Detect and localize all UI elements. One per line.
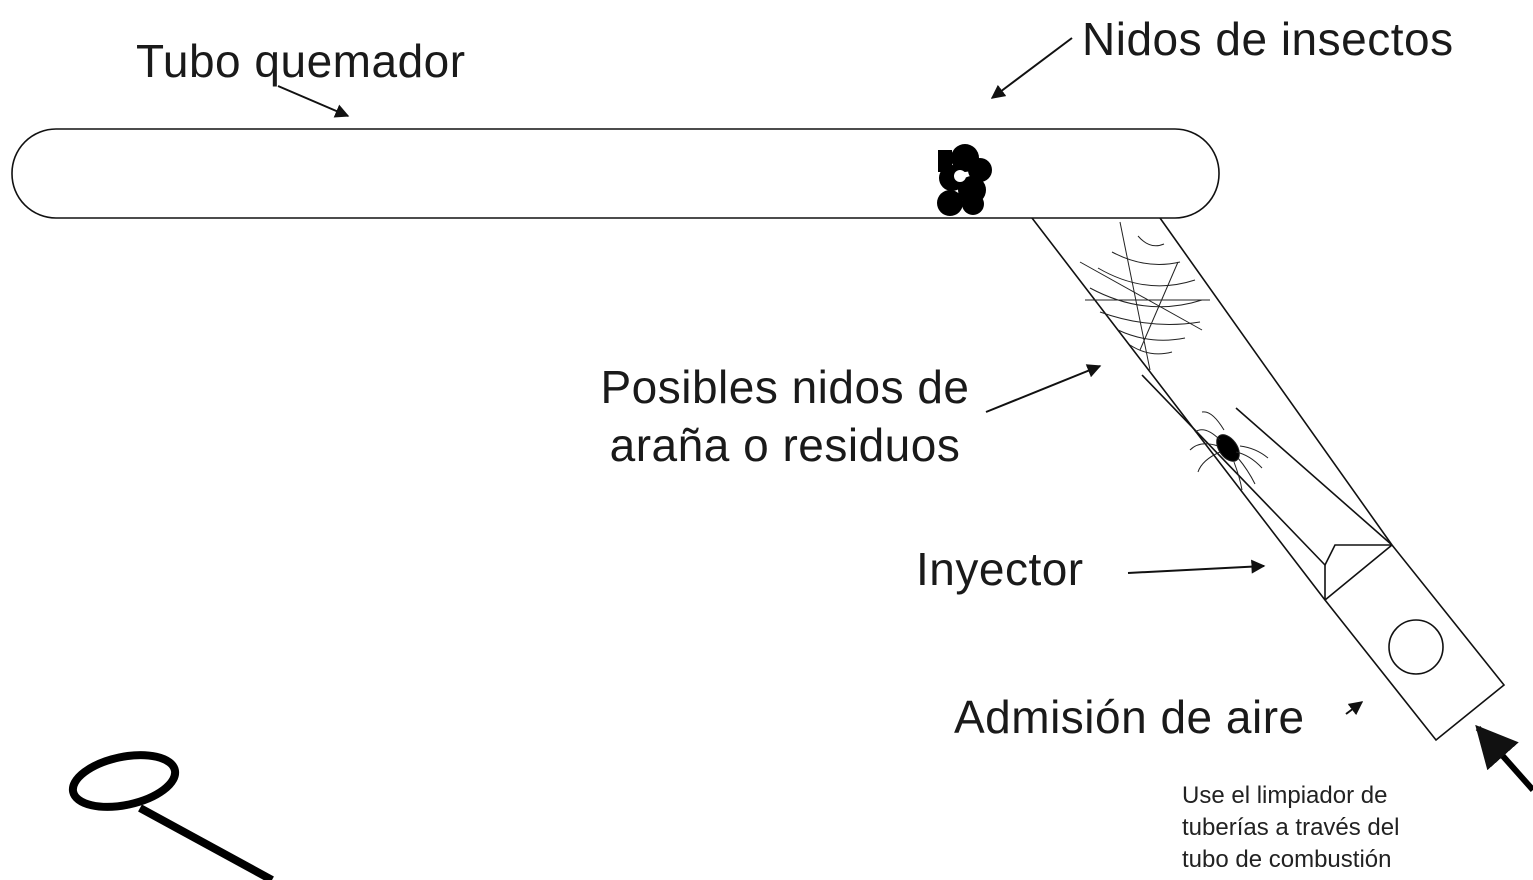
spider [1189, 411, 1269, 491]
label-air-intake: Admisión de aire [954, 691, 1305, 743]
injector-arrow [1127, 559, 1266, 574]
spider-web [1079, 221, 1210, 371]
label-burner-tube: Tubo quemador [136, 35, 466, 87]
insect-nest-blob [937, 144, 992, 216]
air-intake-arrow [1345, 701, 1364, 716]
label-spider-nests: Posibles nidos de araña o residuos [560, 358, 1010, 474]
pipe-cleaner-insert-arrow [1475, 724, 1533, 792]
burner-tube [11, 128, 1220, 219]
burner-tube-arrow [277, 85, 350, 118]
air-intake-hole [1388, 619, 1444, 675]
label-spider-nests-line2: araña o residuos [609, 419, 961, 471]
pipe-cleaner-tool [68, 751, 274, 880]
annotation-arrows [277, 37, 1364, 716]
injector-tube [1031, 217, 1506, 742]
spider-nests-arrow [985, 364, 1102, 413]
pipe-cleaner-note: Use el limpiador de tuberías a través de… [1182, 780, 1399, 876]
note-line2: tuberías a través del [1182, 814, 1400, 841]
insect-nests-arrow [990, 37, 1073, 99]
label-insect-nests: Nidos de insectos [1082, 13, 1454, 65]
note-line1: Use el limpiador de [1182, 782, 1388, 809]
label-spider-nests-line1: Posibles nidos de [600, 361, 970, 413]
note-line3: tubo de combustión [1182, 846, 1392, 873]
label-injector: Inyector [916, 543, 1084, 595]
